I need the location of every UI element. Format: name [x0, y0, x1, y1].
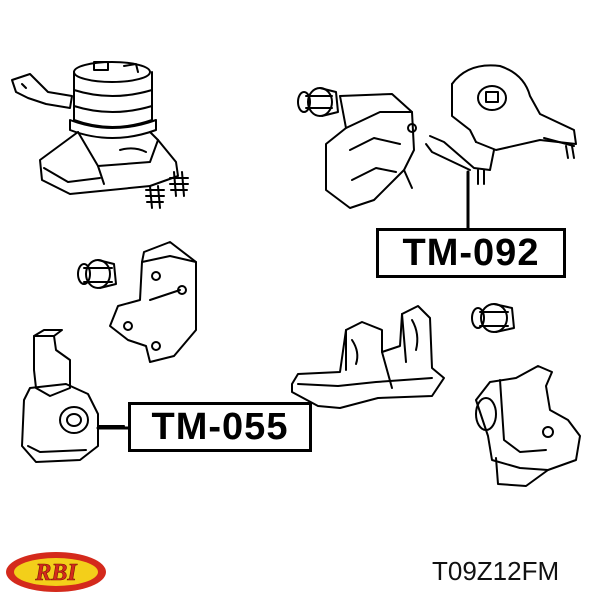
- part-label-tm-092: TM-092: [376, 228, 566, 278]
- engine-mount-top-right: [425, 64, 577, 185]
- bracket-center: [291, 305, 445, 409]
- rbi-logo: RBI: [6, 552, 106, 592]
- svg-text:RBI: RBI: [34, 560, 78, 586]
- bushing-bottom-right: [471, 303, 515, 333]
- part-label-tm-055: TM-055: [128, 402, 312, 452]
- engine-mount-bottom-left: [21, 329, 125, 463]
- catalog-code: T09Z12FM: [432, 556, 560, 586]
- bracket-top-right: [325, 93, 417, 209]
- bushing-top: [297, 87, 339, 117]
- bushing-middle: [77, 259, 117, 289]
- engine-mount-top-left: [11, 61, 189, 209]
- engine-mount-bottom-right: [475, 365, 581, 487]
- bracket-middle: [109, 241, 197, 363]
